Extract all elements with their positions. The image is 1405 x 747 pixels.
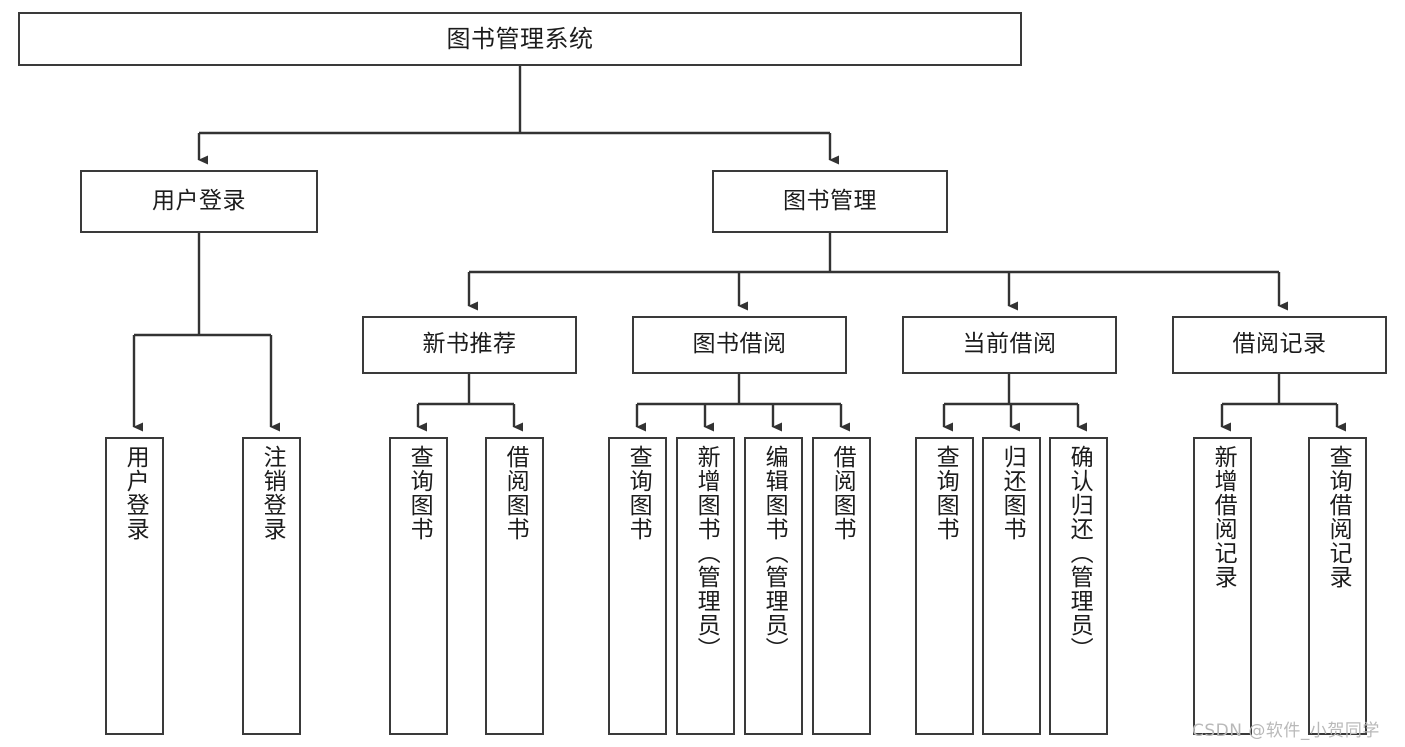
node-root-system[interactable]: 图书管理系统 xyxy=(18,12,1022,66)
node-user-login[interactable]: 用户登录 xyxy=(80,170,318,233)
node-leaf-logout-login[interactable]: 注销登录 xyxy=(242,437,301,735)
node-leaf-borrow-book-2-label: 借阅图书 xyxy=(829,445,856,541)
node-leaf-query-book-3-label: 查询图书 xyxy=(932,445,959,541)
node-leaf-query-book-3[interactable]: 查询图书 xyxy=(915,437,974,735)
node-borrow-record-label: 借阅记录 xyxy=(1232,331,1327,358)
node-book-manage-label: 图书管理 xyxy=(783,187,877,214)
node-user-login-label: 用户登录 xyxy=(152,187,246,214)
node-book-manage[interactable]: 图书管理 xyxy=(712,170,948,233)
node-current-borrow[interactable]: 当前借阅 xyxy=(902,316,1117,374)
node-leaf-query-book-1[interactable]: 查询图书 xyxy=(389,437,448,735)
node-leaf-add-book-label: 新增图书（管理员） xyxy=(693,445,720,661)
node-leaf-query-book-2-label: 查询图书 xyxy=(625,445,652,541)
node-leaf-add-borrow-record-label: 新增借阅记录 xyxy=(1210,445,1237,589)
node-leaf-return-book-label: 归还图书 xyxy=(999,445,1026,541)
node-leaf-query-borrow-record-label: 查询借阅记录 xyxy=(1325,445,1352,589)
node-leaf-edit-book-label: 编辑图书（管理员） xyxy=(761,445,788,661)
node-leaf-logout-login-label: 注销登录 xyxy=(259,445,286,541)
node-leaf-borrow-book-2[interactable]: 借阅图书 xyxy=(812,437,871,735)
node-leaf-query-book-1-label: 查询图书 xyxy=(406,445,433,541)
node-borrow-record[interactable]: 借阅记录 xyxy=(1172,316,1387,374)
node-leaf-user-login[interactable]: 用户登录 xyxy=(105,437,164,735)
node-leaf-query-book-2[interactable]: 查询图书 xyxy=(608,437,667,735)
node-leaf-confirm-return-label: 确认归还（管理员） xyxy=(1066,445,1093,661)
node-leaf-borrow-book-1-label: 借阅图书 xyxy=(502,445,529,541)
node-leaf-confirm-return[interactable]: 确认归还（管理员） xyxy=(1049,437,1108,735)
node-book-borrow[interactable]: 图书借阅 xyxy=(632,316,847,374)
node-leaf-query-borrow-record[interactable]: 查询借阅记录 xyxy=(1308,437,1367,735)
node-leaf-borrow-book-1[interactable]: 借阅图书 xyxy=(485,437,544,735)
node-new-book-recommend[interactable]: 新书推荐 xyxy=(362,316,577,374)
node-leaf-user-login-label: 用户登录 xyxy=(122,445,149,541)
node-leaf-return-book[interactable]: 归还图书 xyxy=(982,437,1041,735)
node-leaf-add-book[interactable]: 新增图书（管理员） xyxy=(676,437,735,735)
node-new-book-recommend-label: 新书推荐 xyxy=(422,331,517,358)
node-root-system-label: 图书管理系统 xyxy=(446,24,594,53)
node-book-borrow-label: 图书借阅 xyxy=(692,331,787,358)
node-leaf-add-borrow-record[interactable]: 新增借阅记录 xyxy=(1193,437,1252,735)
node-current-borrow-label: 当前借阅 xyxy=(962,331,1057,358)
node-leaf-edit-book[interactable]: 编辑图书（管理员） xyxy=(744,437,803,735)
csdn-watermark: CSDN @软件_小贺同学 xyxy=(1192,721,1380,741)
